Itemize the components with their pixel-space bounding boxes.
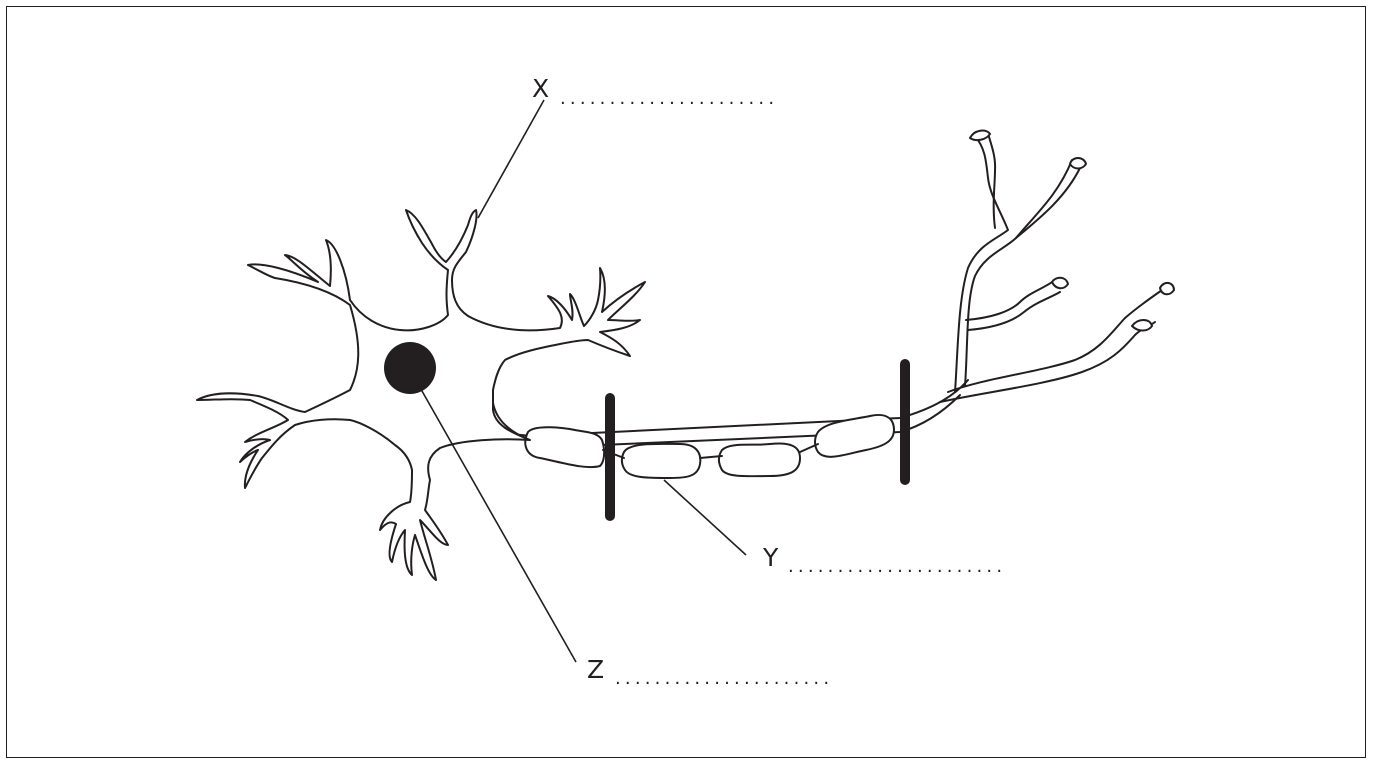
terminal-trunk-left	[955, 136, 1008, 392]
label-z: Z ......................	[587, 655, 833, 689]
myelin-segment-2	[622, 444, 700, 478]
label-y-answer-blank: ......................	[788, 556, 1006, 577]
axon-terminals	[940, 131, 1174, 402]
nucleus	[384, 342, 436, 394]
soma-outline	[197, 210, 645, 580]
myelin-sheath	[525, 415, 894, 478]
terminal-branch-mid-lower	[968, 292, 1060, 330]
terminal-bouton-1	[970, 131, 990, 141]
terminal-branch-top-b	[1016, 160, 1072, 238]
terminal-bouton-3	[1052, 278, 1068, 289]
leader-line-x	[478, 100, 544, 218]
terminal-branch-low-upper	[948, 288, 1165, 392]
label-y: Y ......................	[762, 543, 1006, 577]
label-y-letter: Y	[762, 543, 779, 572]
cell-body	[197, 210, 645, 580]
terminal-branch-low-lower	[940, 322, 1155, 402]
leader-line-y	[664, 480, 746, 555]
label-z-answer-blank: ......................	[615, 668, 833, 689]
label-x-answer-blank: ......................	[560, 88, 778, 109]
label-z-letter: Z	[587, 655, 604, 684]
terminal-bouton-2	[1070, 158, 1086, 169]
label-x-letter: X	[532, 74, 549, 103]
terminal-trunk-right	[965, 168, 1080, 386]
terminal-bouton-4	[1160, 283, 1174, 294]
terminal-bouton-5	[1132, 320, 1152, 331]
myelin-segment-1	[525, 427, 604, 467]
myelin-segment-3	[719, 444, 800, 477]
label-x: X ......................	[532, 74, 778, 109]
